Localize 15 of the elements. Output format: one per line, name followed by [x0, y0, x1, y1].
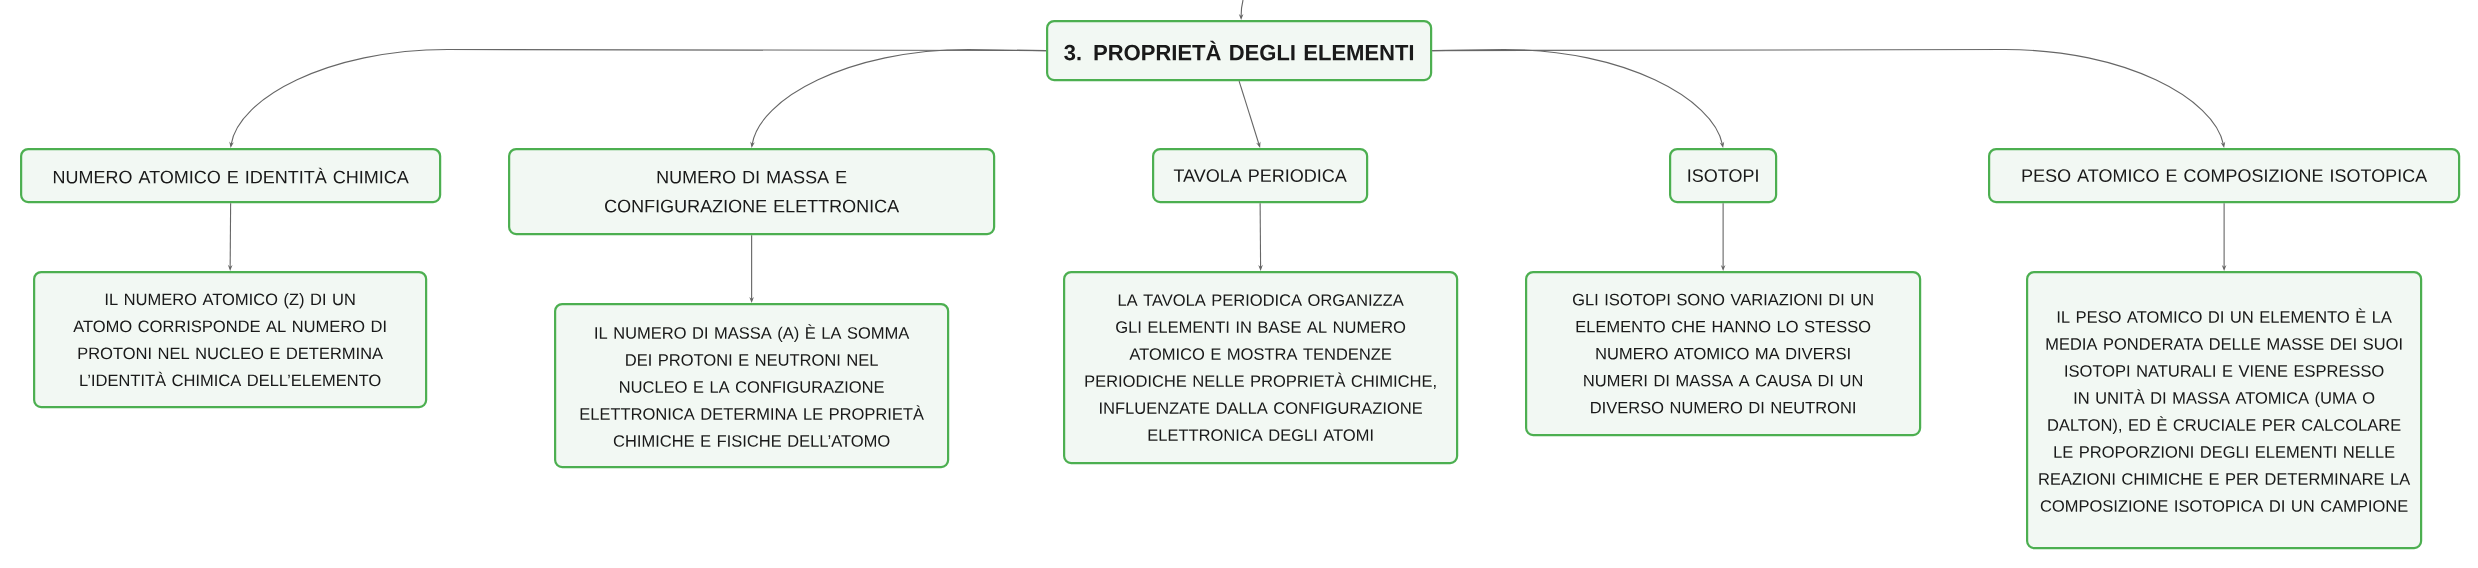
topic-box: PESO ATOMICO E COMPOSIZIONE ISOTOPICA — [1988, 148, 2461, 204]
text-box: GLI ISOTOPI SONO VARIAZIONI DI UN ELEMENTO CHE HANNO LO STESSO NUMERO ATOMICO MA DIVERSI NUMERI DI MASSA A CAUSA DI UN DIVERSO NUMERO DI NEUTRONI — [1525, 271, 1922, 437]
topic-box: NUMERO ATOMICO E IDENTITÀ CHIMICA — [20, 148, 442, 204]
topic-box: ISOTOPI — [1669, 148, 1778, 204]
text-box: LA TAVOLA PERIODICA ORGANIZZA GLI ELEMENTI IN BASE AL NUMERO ATOMICO E MOSTRA TENDENZE PERIODICHE NELLE PROPRIETÀ CHIMICHE, INFLUENZATE DALLA CONFIGURAZIONE ELETTRONICA DEGLI ATOMI — [1063, 271, 1459, 465]
connector — [750, 48, 1047, 148]
connector — [1431, 48, 2226, 148]
connector — [1238, 80, 1261, 148]
connector — [1258, 202, 1263, 271]
text-box: IL NUMERO DI MASSA (A) È LA SOMMA DEI PROTONI E NEUTRONI NEL NUCLEO E LA CONFIGURAZIONE ELETTRONICA DETERMINA LE PROPRIETÀ CHIMICHE E FISICHE DELL’ATOMO — [554, 303, 950, 469]
title-box: 3. PROPRIETÀ DEGLI ELEMENTI — [1046, 20, 1433, 82]
text-box: IL NUMERO ATOMICO (Z) DI UN ATOMO CORRISPONDE AL NUMERO DI PROTONI NEL NUCLEO E DETERMINA L’IDENTITÀ CHIMICA DELL’ELEMENTO — [33, 271, 428, 409]
text-box: IL PESO ATOMICO DI UN ELEMENTO È LA MEDIA PONDERATA DELLE MASSE DEI SUOI ISOTOPI NATURALI E VIENE ESPRESSO IN UNITÀ DI MASSA ATOMICA (UMA O DALTON), ED È CRUCIALE PER CALCOLARE LE PROPORZIONI DEGLI ELEMENTI NELLE REAZIONI CHIMICHE E PER DETERMINARE LA COMPOSIZIONE ISOTOPICA DI UN CAMPIONE — [2026, 271, 2423, 550]
topic-box: TAVOLA PERIODICA — [1152, 148, 1369, 204]
topic-box: NUMERO DI MASSA E CONFIGURAZIONE ELETTRONICA — [508, 148, 996, 236]
